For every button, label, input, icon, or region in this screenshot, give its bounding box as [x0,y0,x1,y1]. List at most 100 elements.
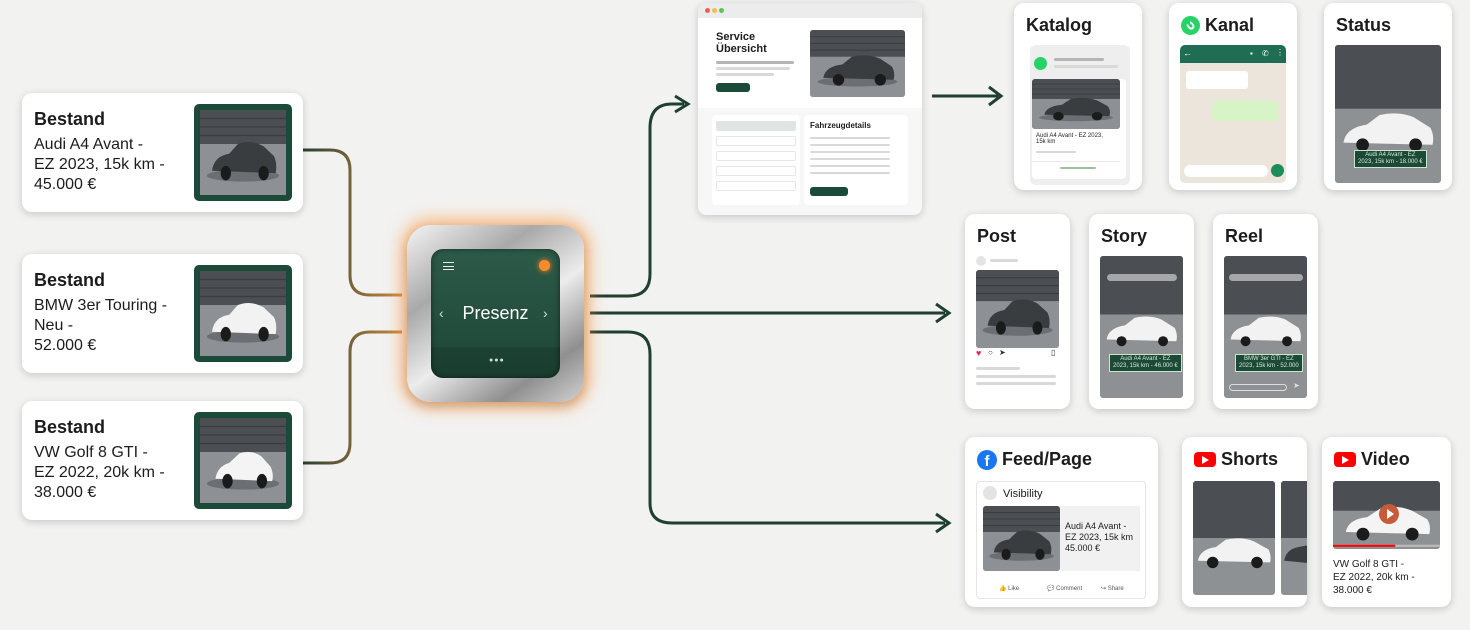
katalog-screen: Audi A4 Avant - EZ 2023, 15k km [1030,45,1130,185]
sidebar-menu [712,115,800,205]
more-icon[interactable]: ⋮ [1276,48,1284,57]
connector-to-facebook [590,330,945,525]
story-price-tag: Audi A4 Avant - EZ 2023, 15k km - 46.000… [1109,354,1182,372]
sidebar-item-active[interactable] [716,121,796,131]
whatsapp-icon [1181,16,1200,35]
katalog-item-button[interactable] [1032,161,1120,162]
youtube-video-card[interactable]: Video VW Golf 8 GTI - EZ 2022, 20k km - … [1322,437,1451,607]
website-mockup[interactable]: Service Übersicht Fahrzeugdetails [698,3,922,215]
presenz-hub[interactable]: ‹ Presenz › ●●● [407,225,584,402]
post-avatar [976,256,986,266]
inventory-card[interactable]: Bestand Audi A4 Avant - EZ 2023, 15k km … [22,93,303,212]
hero-car-photo [810,30,905,97]
car-shape [215,452,273,482]
status-title: Status [1336,15,1392,35]
page-name: Visibility [1003,488,1043,500]
whatsapp-status-card[interactable]: Status Audi A4 Avant - EZ 2023, 15k km -… [1324,3,1452,190]
chat-header: ← ▪ ✆ ⋮ [1180,45,1286,63]
details-title: Fahrzeugdetails [810,121,871,130]
page-avatar [983,486,997,500]
car-shape [212,142,277,174]
window-max-dot[interactable] [719,8,724,13]
inventory-card[interactable]: Bestand VW Golf 8 GTI - EZ 2022, 20k km … [22,401,303,520]
feed-ad-photo [983,506,1060,571]
post-photo [976,270,1059,348]
chevron-left-icon[interactable]: ‹ [439,305,444,321]
reel-header-pill [1229,274,1303,281]
comment-icon[interactable]: ○ [988,348,993,357]
window-min-dot[interactable] [712,8,717,13]
hub-label: Presenz [462,303,529,323]
window-close-dot[interactable] [705,8,710,13]
shorts-title: Shorts [1194,449,1278,470]
car-photo [194,104,292,201]
connector-bestand-3 [303,330,402,465]
car-photo [194,265,292,362]
play-button-icon[interactable] [1379,504,1399,524]
reel-send-icon[interactable]: ➤ [1293,381,1300,390]
car-photo [194,412,292,509]
facebook-post: Visibility Audi A4 Avant - EZ 2023, 15k … [976,481,1146,599]
inventory-text: VW Golf 8 GTI - EZ 2022, 20k km - 38.000… [34,444,165,501]
bookmark-icon[interactable]: ▯ [1051,348,1056,357]
chat-input[interactable] [1184,165,1268,177]
youtube-shorts-card[interactable]: Shorts [1182,437,1307,607]
like-button[interactable]: 👍 Like [999,586,1020,592]
car-shape [212,303,277,335]
katalog-item[interactable]: Audi A4 Avant - EZ 2023, 15k km [1032,79,1126,179]
details-panel: Fahrzeugdetails [804,115,908,205]
phone-icon[interactable]: ✆ [1262,49,1269,58]
comment-button[interactable]: 💬 Comment [1047,586,1083,592]
page-dots: ●●● [489,357,505,364]
facebook-feed-card[interactable]: f Feed/Page Visibility Audi A4 Avant - E… [965,437,1158,607]
inventory-title: Bestand [34,417,106,437]
like-heart-icon[interactable]: ♥ [976,348,982,358]
whatsapp-icon [1034,57,1047,70]
sidebar-item[interactable] [716,181,796,191]
status-light [539,260,550,271]
back-arrow-icon[interactable]: ← [1183,48,1192,58]
share-button[interactable]: ↪ Share [1101,586,1124,592]
sidebar-item[interactable] [716,136,796,146]
hero-button[interactable] [716,83,750,92]
menu-icon[interactable] [443,262,454,270]
whatsapp-katalog-card[interactable]: Katalog Audi A4 Avant - EZ 2023, 15k km [1014,3,1142,190]
inventory-text: Audi A4 Avant - EZ 2023, 15k km - 45.000… [34,136,165,193]
sidebar-item[interactable] [716,151,796,161]
instagram-story-card[interactable]: Story Audi A4 Avant - EZ 2023, 15k km - … [1089,214,1194,409]
instagram-post-card[interactable]: Post ♥ ○ ➤ ▯ [965,214,1070,409]
send-button[interactable] [1271,164,1284,177]
share-icon[interactable]: ➤ [999,348,1006,357]
connector-to-website [590,102,684,298]
arrowhead-whatsapp [988,85,1004,107]
reel-comment-input[interactable] [1229,384,1287,391]
video-call-icon[interactable]: ▪ [1250,49,1253,58]
sidebar-item[interactable] [716,195,796,203]
arrowhead-facebook [935,512,952,534]
story-header-pill [1107,274,1177,281]
chat-bubble-out [1212,101,1278,121]
hub-lower-panel [431,347,560,378]
facebook-icon: f [977,449,997,470]
hub-screen: ‹ Presenz › ●●● [431,249,560,378]
instagram-reel-card[interactable]: Reel BMW 3er GTI - EZ 2023, 15k km - 52.… [1213,214,1318,409]
arrowhead-meta [935,302,952,324]
video-caption: VW Golf 8 GTI - EZ 2022, 20k km - 38.000… [1333,559,1415,596]
sidebar-item[interactable] [716,166,796,176]
feed-title: f Feed/Page [977,449,1092,470]
connector-bestand-1 [303,148,402,297]
inventory-card[interactable]: Bestand BMW 3er Touring - Neu - 52.000 € [22,254,303,373]
katalog-item-text: Audi A4 Avant - EZ 2023, 15k km [1036,133,1103,145]
video-title: Video [1334,449,1410,470]
story-title: Story [1101,226,1148,246]
details-button[interactable] [810,187,848,196]
feed-ad-text: Audi A4 Avant - EZ 2023, 15k km 45.000 € [1065,521,1134,553]
browser-bar [698,3,922,18]
reel-price-tag: BMW 3er GTI - EZ 2023, 15k km - 52.000 [1235,354,1303,372]
whatsapp-kanal-card[interactable]: Kanal ← ▪ ✆ ⋮ [1169,3,1297,190]
chevron-right-icon[interactable]: › [543,305,548,321]
youtube-icon [1194,452,1216,467]
katalog-title: Katalog [1026,15,1093,35]
reel-title: Reel [1225,226,1264,246]
